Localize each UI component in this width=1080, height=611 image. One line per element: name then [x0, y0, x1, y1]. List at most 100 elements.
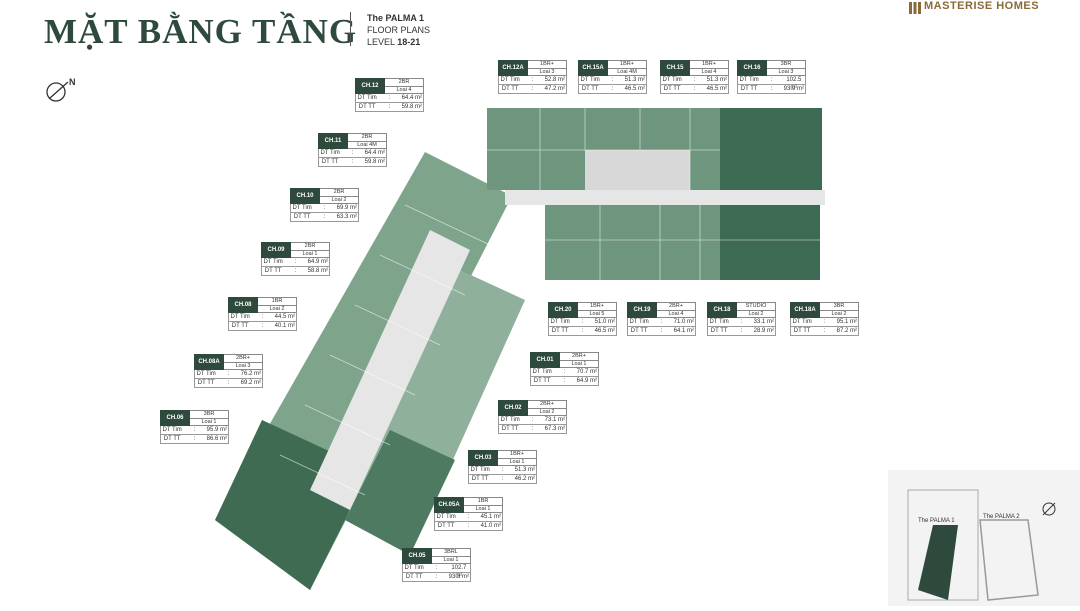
dt-tt-label: DT TT [501, 426, 519, 432]
brand-name: MASTERISE HOMES [924, 0, 1040, 12]
dt-tt-label: DT TT [231, 323, 249, 329]
dt-tt-label: DT TT [321, 159, 339, 165]
dt-tt-value: 47.2 m² [544, 86, 565, 92]
unit-layout: Loai 1 [475, 505, 491, 512]
unit-layout: Loai 1 [443, 556, 459, 563]
unit-id: CH.15A [578, 60, 608, 76]
unit-layout: Loai 4 [701, 68, 717, 75]
dt-tt-label: DT TT [437, 523, 455, 529]
minimap-palma1: The PALMA 1 [918, 518, 955, 524]
dt-tt-label: DT TT [740, 86, 758, 92]
unit-type: 2BR [320, 189, 358, 197]
dt-tt-label: DT TT [533, 378, 551, 384]
unit-type: 1BR+ [608, 61, 646, 69]
unit-layout: Loai 1 [571, 360, 587, 367]
unit-layout: Loai 4 [668, 310, 684, 317]
dt-tt-label: DT TT [630, 328, 648, 334]
unit-type: 1BR [258, 298, 296, 306]
unit-id: CH.12A [498, 60, 528, 76]
dt-tt-value: 46.5 m² [624, 86, 645, 92]
dt-tt-label: DT TT [471, 476, 489, 482]
dt-tim-value: 45.1 m² [480, 514, 501, 520]
corridor [310, 230, 470, 510]
minimap-palma2: The PALMA 2 [983, 514, 1020, 520]
dt-tim-value: 33.1 m² [753, 319, 774, 325]
unit-type: 1BR+ [528, 61, 566, 69]
unit-type: 1BR+ [690, 61, 728, 69]
dt-tim-label: DT Tim [662, 77, 682, 83]
unit-type: 3BR [190, 411, 228, 419]
corridor-top [505, 190, 825, 205]
dt-tim-value: 71.0 m² [673, 319, 694, 325]
unit-type: 1BR [464, 498, 502, 506]
dt-tim-label: DT Tim [320, 150, 340, 156]
dt-tim-label: DT Tim [792, 319, 812, 325]
unit-id: CH.06 [160, 410, 190, 426]
dt-tt-value: 87.2 m² [836, 328, 857, 334]
room-lines [279, 108, 820, 496]
dt-tim-label: DT Tim [550, 319, 570, 325]
dt-tim-value: 95.1 m² [836, 319, 857, 325]
dt-tt-label: DT TT [793, 328, 811, 334]
dt-tim-value: 73.1 m² [544, 417, 565, 423]
dt-tt-label: DT TT [710, 328, 728, 334]
dt-tim-label: DT Tim [500, 77, 520, 83]
level-label: LEVEL [367, 37, 395, 47]
top-block-east [720, 108, 822, 190]
dt-tim-value: 102.5 m² [786, 77, 802, 91]
dt-tim-value: 76.2 m² [240, 371, 261, 377]
dt-tim-value: 51.3 m² [706, 77, 727, 83]
unit-layout: Loai 4M [617, 68, 637, 75]
dt-tt-value: 64.9 m² [576, 378, 597, 384]
dt-tim-label: DT Tim [263, 259, 283, 265]
dt-tim-value: 102.7 m² [451, 565, 467, 579]
dt-tt-label: DT TT [293, 214, 311, 220]
dt-tim-label: DT Tim [404, 565, 424, 571]
dt-tim-value: 95.9 m² [206, 427, 227, 433]
unit-id: CH.08 [228, 297, 258, 313]
unit-layout: Loai 1 [302, 250, 318, 257]
dt-tt-value: 93.9 m² [783, 86, 804, 92]
unit-type: 2BR+ [560, 353, 598, 361]
unit-id: CH.20 [548, 302, 578, 318]
unit-layout: Loai 5 [589, 310, 605, 317]
dt-tim-value: 70.7 m² [576, 369, 597, 375]
middle-block-east [720, 205, 820, 280]
dt-tim-value: 51.0 m² [594, 319, 615, 325]
unit-layout: Loai 3 [539, 68, 555, 75]
unit-id: CH.18 [707, 302, 737, 318]
unit-layout: Loai 3 [778, 68, 794, 75]
unit-layout: Loai 4M [357, 141, 377, 148]
dt-tt-label: DT TT [663, 86, 681, 92]
dt-tim-label: DT Tim [629, 319, 649, 325]
core [585, 150, 690, 190]
dt-tt-value: 67.3 m² [544, 426, 565, 432]
unit-id: CH.08A [194, 354, 224, 370]
page-title: MẶT BẰNG TẦNG [44, 12, 358, 51]
dt-tt-value: 63.3 m² [336, 214, 357, 220]
unit-id: CH.09 [261, 242, 291, 258]
dt-tt-value: 46.5 m² [706, 86, 727, 92]
dt-tt-value: 59.8 m² [401, 104, 422, 110]
unit-id: CH.03 [468, 450, 498, 466]
unit-id: CH.05A [434, 497, 464, 513]
compass-icon: N [46, 77, 76, 102]
unit-id: CH.05 [402, 548, 432, 564]
unit-type: STUDIO [737, 303, 775, 311]
title-separator [350, 12, 351, 46]
unit-layout: Loai 2 [269, 305, 285, 312]
dt-tt-value: 86.6 m² [206, 436, 227, 442]
